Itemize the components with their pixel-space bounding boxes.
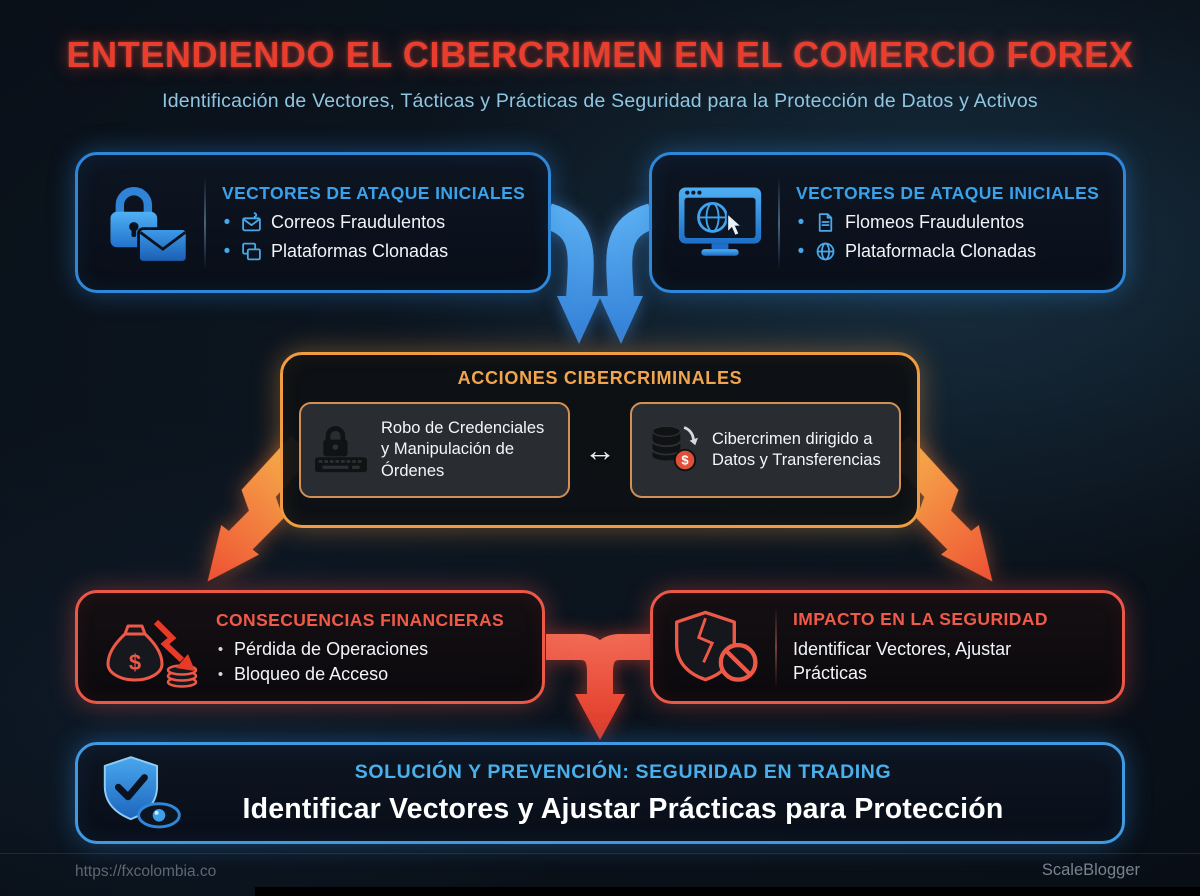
arrow-left-box-to-actions: [543, 203, 601, 344]
svg-text:$: $: [128, 650, 140, 675]
list-item: • Plataformacla Clonadas: [796, 241, 1109, 262]
list-item: • Pérdida de Operaciones: [216, 639, 532, 660]
card-text: Robo de Credenciales y Manipulación de Ó…: [381, 419, 545, 480]
list-item: • Bloqueo de Acceso: [216, 664, 532, 685]
box-title: CONSECUENCIAS FINANCIERAS: [216, 609, 505, 630]
shield-check-eye-icon: [88, 754, 200, 832]
list-item: • Correos Fraudulentos: [222, 212, 534, 233]
actions-title: ACCIONES CIBERCRIMINALES: [457, 368, 743, 388]
monitor-globe-icon: [666, 180, 774, 266]
broken-shield-icon: [663, 608, 771, 686]
box-title: IMPACTO EN LA SEGURIDAD: [793, 609, 1048, 630]
lock-envelope-icon: [92, 180, 200, 266]
divider: [204, 176, 206, 269]
attack-vectors-email-box: VECTORES DE ATAQUE INICIALES • Correos F…: [75, 152, 551, 293]
svg-text:$: $: [681, 452, 689, 467]
solution-banner-box: SOLUCIÓN Y PREVENCIÓN: SEGURIDAD EN TRAD…: [75, 742, 1125, 844]
bullet-dot: •: [217, 640, 224, 658]
data-crime-card: $ Cibercrimen dirigido a Datos y Transfe…: [630, 402, 901, 498]
cybercriminal-actions-box: ACCIONES CIBERCRIMINALES Robo de Credenc…: [280, 352, 920, 528]
bullet-dot: •: [797, 212, 805, 233]
list-item: • Flomeos Fraudulentos: [796, 212, 1109, 233]
footer-url: https://fxcolombia.co: [75, 863, 217, 880]
list-item-label: Bloqueo de Acceso: [234, 663, 389, 684]
impact-text: Identificar Vectores, Ajustar Prácticas: [793, 639, 1012, 683]
bullet-dot: •: [797, 241, 805, 262]
fraud-document-icon: [815, 212, 836, 233]
header: ENTENDIENDO EL CIBERCRIMEN EN EL COMERCI…: [0, 34, 1200, 113]
solution-title: SOLUCIÓN Y PREVENCIÓN: SEGURIDAD EN TRAD…: [354, 760, 892, 783]
list-item-label: Correos Fraudulentos: [271, 212, 446, 232]
financial-consequences-box: $ CONSECUENCIAS FINANCIERAS • Pérdida de…: [75, 590, 545, 704]
footer-brand: ScaleBlogger: [1041, 861, 1140, 879]
credential-theft-card: Robo de Credenciales y Manipulación de Ó…: [299, 402, 570, 498]
divider: [778, 176, 780, 269]
solution-text: Identificar Vectores y Ajustar Prácticas…: [242, 792, 1004, 825]
database-transfer-icon: $: [644, 422, 700, 479]
bullet-dot: •: [217, 665, 224, 683]
page-subtitle: Identificación de Vectores, Tácticas y P…: [162, 90, 1038, 112]
list-item-label: Plataformas Clonadas: [271, 241, 449, 261]
globe-icon: [815, 241, 836, 262]
page-title: ENTENDIENDO EL CIBERCRIMEN EN EL COMERCI…: [66, 34, 1134, 75]
list-item-label: Flomeos Fraudulentos: [845, 212, 1025, 232]
attack-vectors-web-box: VECTORES DE ATAQUE INICIALES • Flomeos F…: [649, 152, 1126, 293]
box-title: VECTORES DE ATAQUE INICIALES: [222, 183, 526, 203]
keyboard-lock-icon: [313, 422, 369, 479]
list-item-label: Plataformacla Clonadas: [845, 241, 1037, 261]
bullet-dot: •: [223, 212, 231, 233]
arrow-merge-to-solution: [546, 634, 654, 740]
footer-divider: [0, 853, 1200, 854]
arrow-right-box-to-actions: [599, 203, 657, 344]
bullet-dot: •: [223, 241, 231, 262]
list-item-label: Pérdida de Operaciones: [234, 638, 429, 659]
security-impact-box: IMPACTO EN LA SEGURIDAD Identificar Vect…: [650, 590, 1125, 704]
bottom-black-strip: [255, 887, 1200, 896]
money-loss-icon: $: [88, 606, 208, 688]
divider: [775, 607, 777, 687]
bidirectional-arrow-icon: ↔: [584, 431, 616, 468]
box-title: VECTORES DE ATAQUE INICIALES: [796, 183, 1100, 203]
phishing-email-icon: [241, 212, 262, 233]
cloned-platform-icon: [241, 241, 262, 262]
card-text: Cibercrimen dirigido a Datos y Transfere…: [712, 429, 881, 469]
list-item: • Plataformas Clonadas: [222, 241, 534, 262]
